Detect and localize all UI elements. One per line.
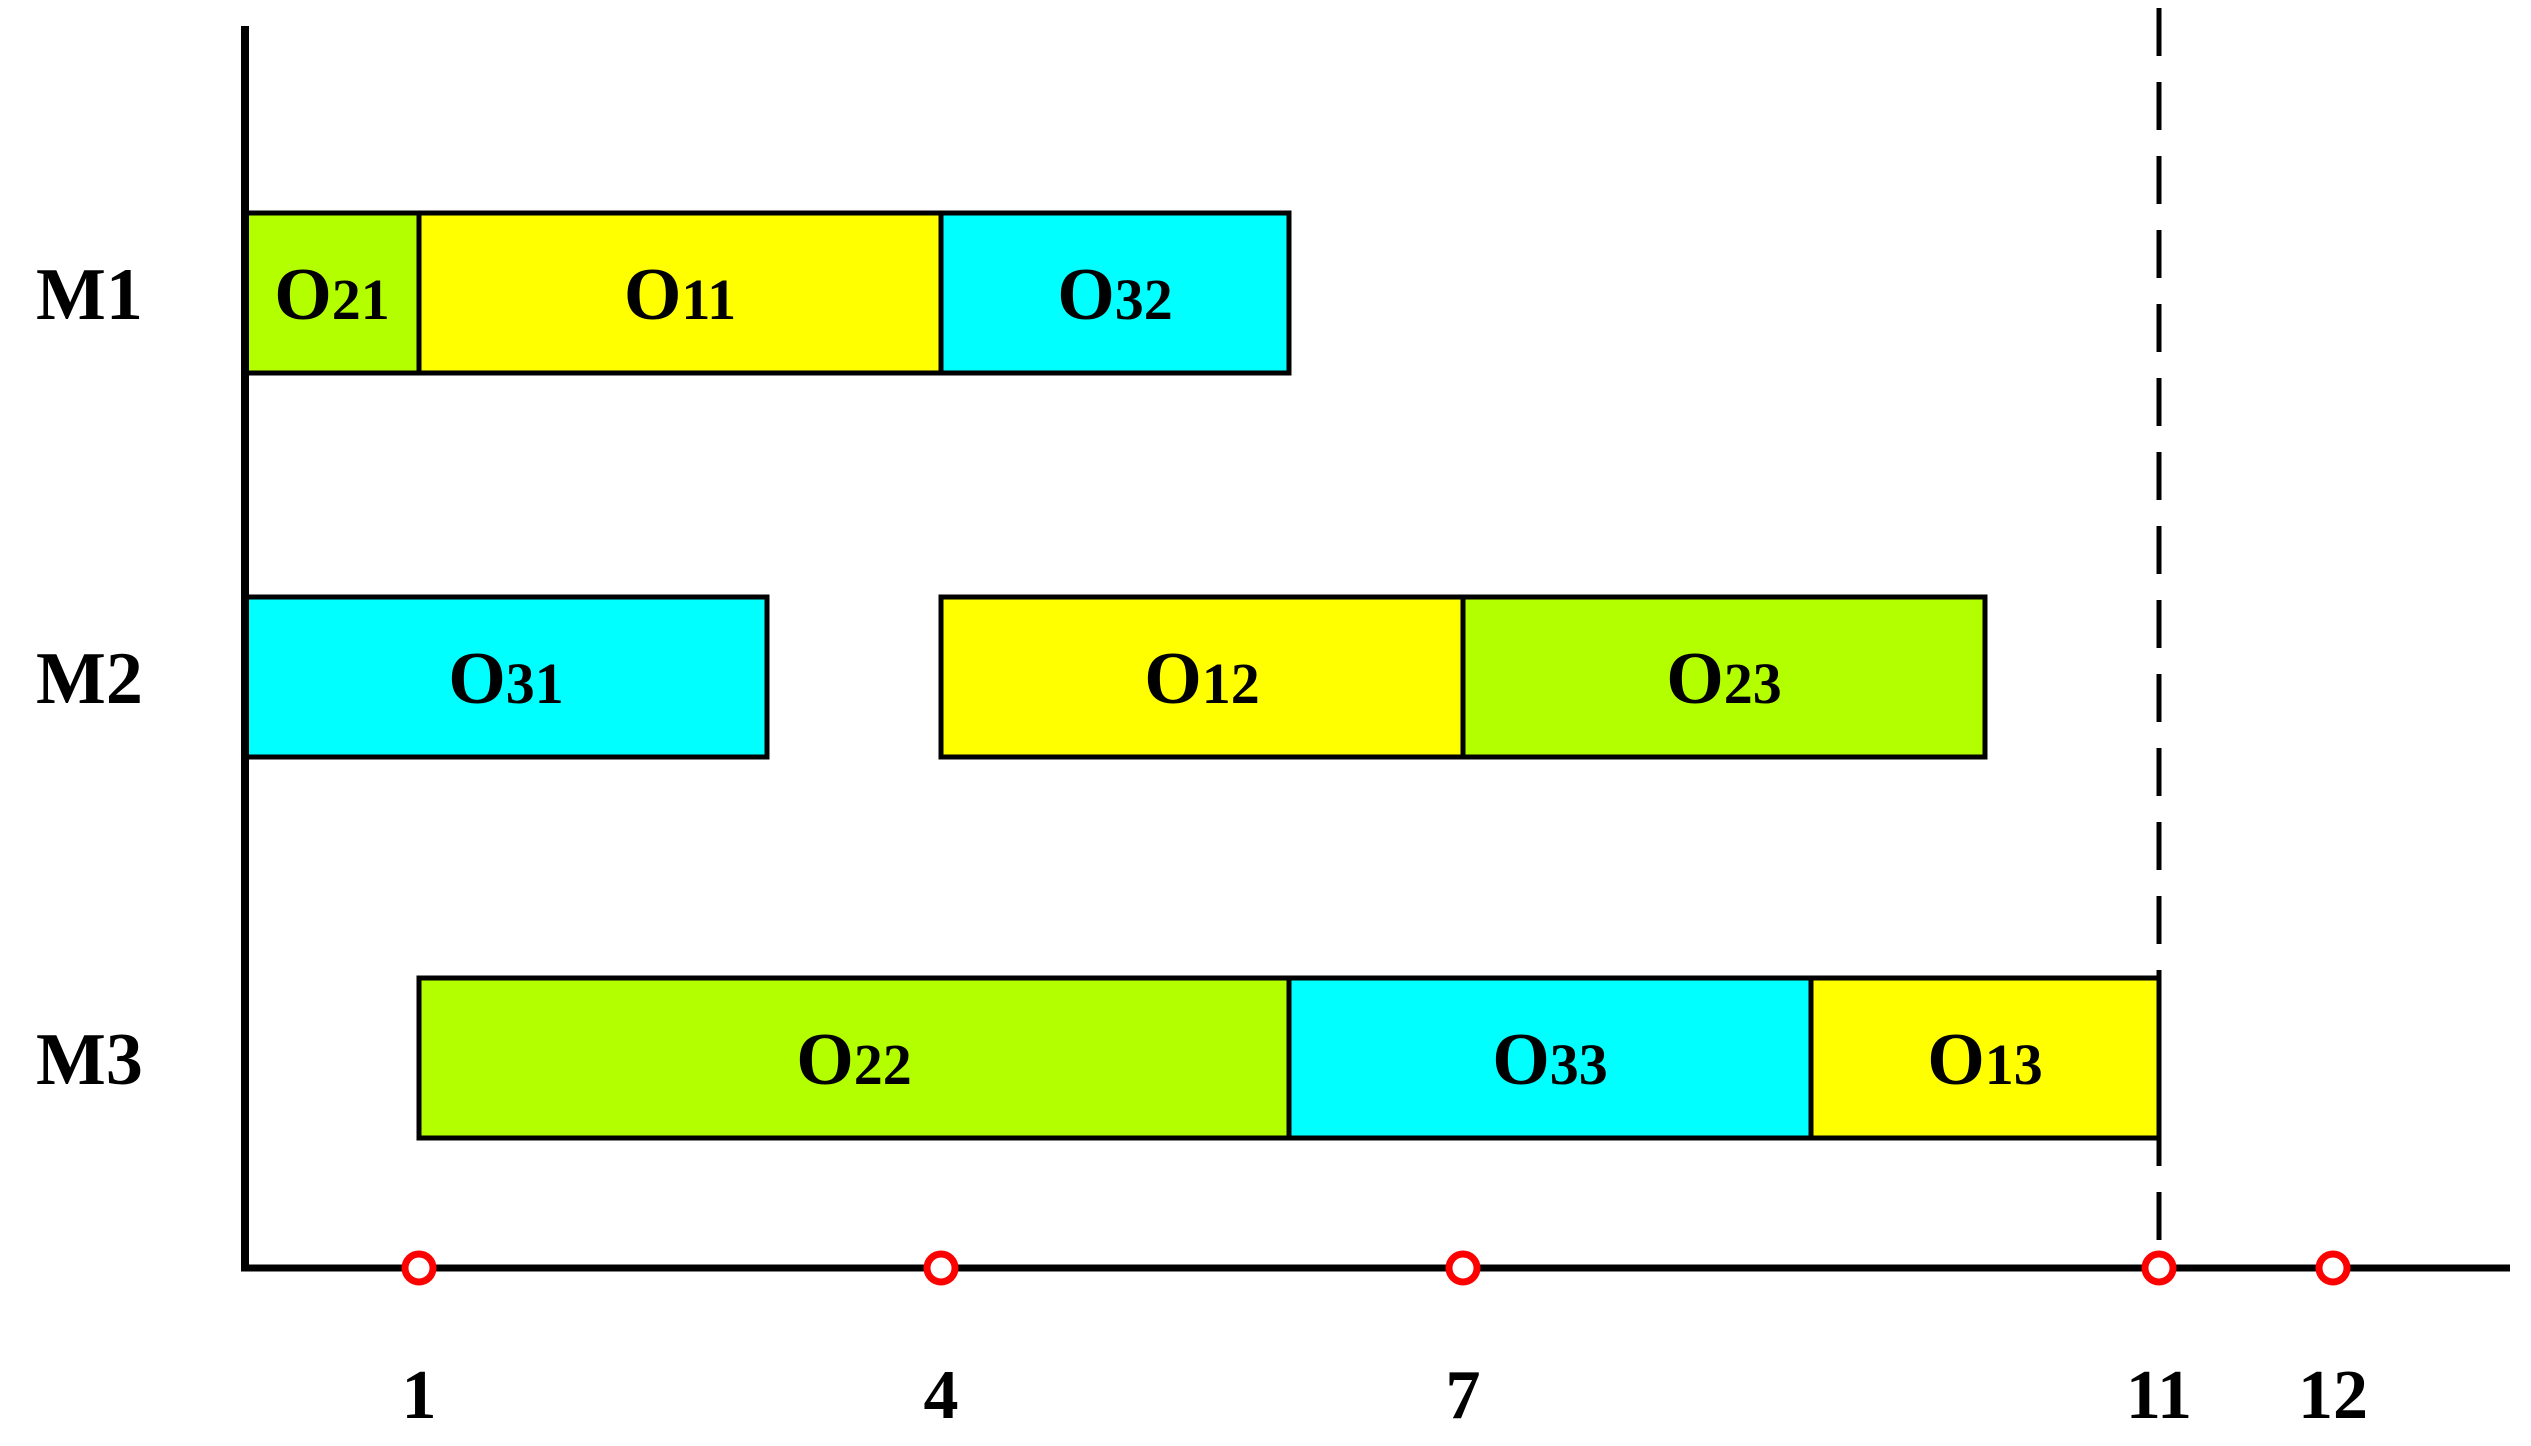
task-label: O33 bbox=[1492, 1019, 1608, 1101]
task-label: O31 bbox=[448, 638, 564, 720]
task-rect bbox=[938, 594, 1466, 760]
task-label-base: O bbox=[1927, 1019, 1985, 1101]
tick-label-7: 7 bbox=[1446, 1357, 1481, 1434]
machine-label-m1: M1 bbox=[36, 254, 143, 336]
task-bar-o11: O11 bbox=[416, 210, 944, 376]
tick-label-1: 1 bbox=[402, 1357, 437, 1434]
task-bar-o12: O12 bbox=[938, 594, 1466, 760]
machine-label-m3: M3 bbox=[36, 1019, 143, 1101]
task-label: O13 bbox=[1927, 1019, 2043, 1101]
task-label: O21 bbox=[274, 254, 390, 336]
task-label: O11 bbox=[624, 254, 736, 336]
task-rect bbox=[416, 975, 1292, 1141]
task-rect bbox=[416, 210, 944, 376]
task-label: O23 bbox=[1666, 638, 1782, 720]
task-rect bbox=[1460, 594, 1988, 760]
task-label-base: O bbox=[624, 254, 682, 336]
tick-label-4: 4 bbox=[924, 1357, 959, 1434]
task-label-subscript: 21 bbox=[332, 267, 390, 332]
tick-marker-7 bbox=[1445, 1250, 1481, 1286]
task-label-subscript: 11 bbox=[681, 267, 736, 332]
task-label-base: O bbox=[1492, 1019, 1550, 1101]
task-label-base: O bbox=[1057, 254, 1115, 336]
task-label-base: O bbox=[274, 254, 332, 336]
task-label: O22 bbox=[796, 1019, 912, 1101]
task-label-base: O bbox=[1144, 638, 1202, 720]
task-label-subscript: 22 bbox=[854, 1032, 912, 1097]
task-label: O12 bbox=[1144, 638, 1260, 720]
task-rect bbox=[1808, 975, 2162, 1141]
task-label-subscript: 23 bbox=[1724, 651, 1782, 716]
task-bar-o23: O23 bbox=[1460, 594, 1988, 760]
task-rect bbox=[242, 594, 770, 760]
markers-layer bbox=[401, 1250, 2351, 1286]
task-label-subscript: 31 bbox=[506, 651, 564, 716]
tick-label-12: 12 bbox=[2298, 1357, 2368, 1434]
task-bar-o22: O22 bbox=[416, 975, 1292, 1141]
task-bar-o21: O21 bbox=[242, 210, 422, 376]
tick-marker-11 bbox=[2141, 1250, 2177, 1286]
task-bar-o13: O13 bbox=[1808, 975, 2162, 1141]
task-label-subscript: 13 bbox=[1985, 1032, 2043, 1097]
task-bar-o31: O31 bbox=[242, 594, 770, 760]
task-label-base: O bbox=[1666, 638, 1724, 720]
task-label-base: O bbox=[796, 1019, 854, 1101]
task-label-subscript: 12 bbox=[1202, 651, 1260, 716]
tick-marker-1 bbox=[401, 1250, 437, 1286]
task-label: O32 bbox=[1057, 254, 1173, 336]
machine-label-m2: M2 bbox=[36, 638, 143, 720]
tick-label-11: 11 bbox=[2126, 1357, 2192, 1434]
x-tick-labels: 1 4 7 11 12 bbox=[402, 1357, 2369, 1434]
task-label-base: O bbox=[448, 638, 506, 720]
task-rect bbox=[1286, 975, 1814, 1141]
tick-marker-4 bbox=[923, 1250, 959, 1286]
task-bar-o33: O33 bbox=[1286, 975, 1814, 1141]
task-bar-o32: O32 bbox=[938, 210, 1292, 376]
task-rect bbox=[938, 210, 1292, 376]
task-label-subscript: 32 bbox=[1115, 267, 1173, 332]
tick-marker-12 bbox=[2315, 1250, 2351, 1286]
task-label-subscript: 33 bbox=[1550, 1032, 1608, 1097]
